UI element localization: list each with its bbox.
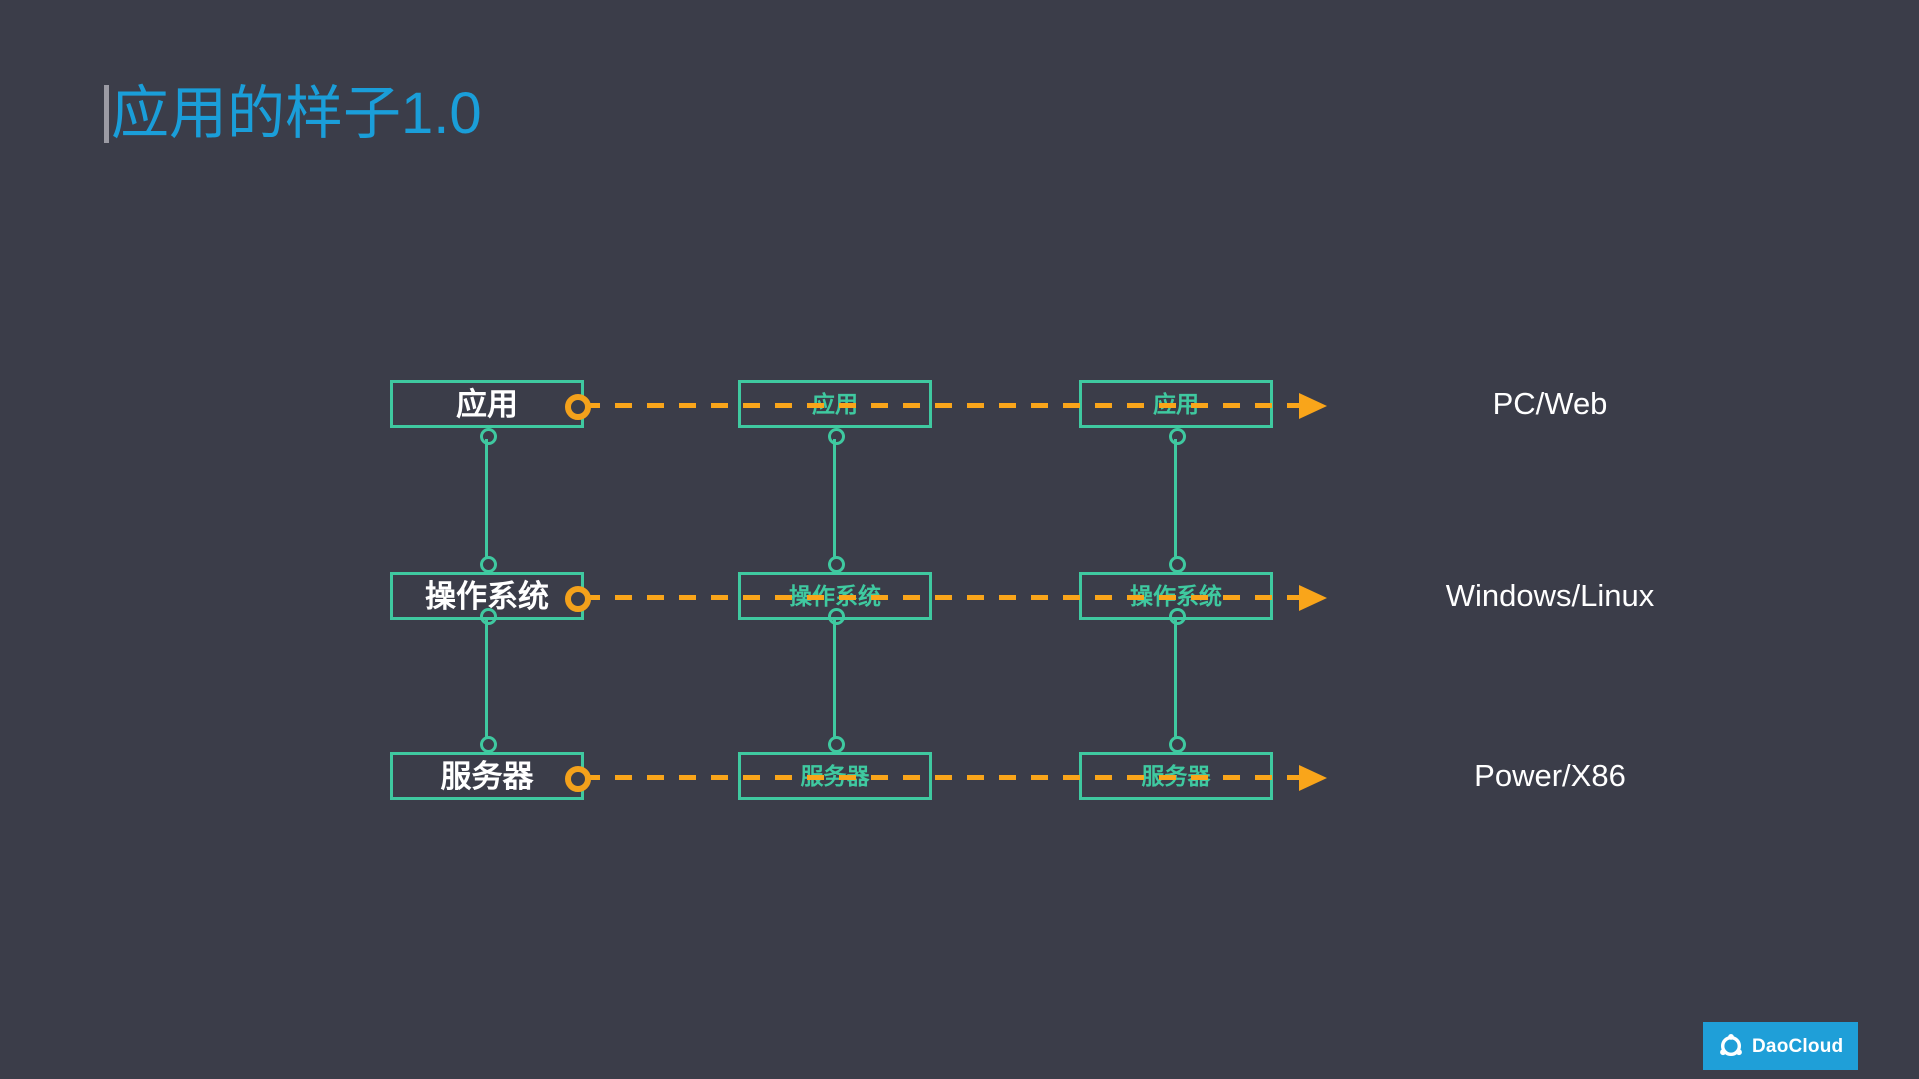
connector-endpoint-icon [480, 736, 497, 753]
connector-endpoint-icon [828, 608, 845, 625]
flow-origin-dot-icon [565, 394, 591, 420]
connector-endpoint-icon [1169, 428, 1186, 445]
stack-row: 服务器 服务器 服务器 [0, 752, 1919, 802]
connector-endpoint-icon [828, 428, 845, 445]
connector-endpoint-icon [1169, 608, 1186, 625]
flow-arrow-icon [1299, 765, 1327, 791]
connector-line [833, 439, 836, 562]
tier-label: Power/X86 [1474, 758, 1626, 793]
connector-line [485, 439, 488, 562]
tier-label: PC/Web [1492, 386, 1608, 421]
title-accent-bar [104, 85, 109, 143]
flow-arrow-icon [1299, 393, 1327, 419]
flow-dashed-line [583, 403, 1299, 408]
node-box[interactable]: 服务器 [390, 752, 584, 800]
flow-dashed-line [583, 775, 1299, 780]
vertical-connector [824, 608, 846, 753]
vertical-connector [824, 428, 846, 573]
connector-endpoint-icon [828, 736, 845, 753]
connector-endpoint-icon [1169, 736, 1186, 753]
connector-line [833, 619, 836, 742]
node-box[interactable]: 应用 [390, 380, 584, 428]
flow-arrow-icon [1299, 585, 1327, 611]
vertical-connector [476, 608, 498, 753]
connector-line [1174, 619, 1177, 742]
page-title: 应用的样子1.0 [104, 85, 482, 143]
connector-endpoint-icon [480, 556, 497, 573]
node-box[interactable]: 操作系统 [390, 572, 584, 620]
connector-endpoint-icon [480, 428, 497, 445]
connector-endpoint-icon [1169, 556, 1186, 573]
brand-logo-text: DaoCloud [1752, 1035, 1844, 1057]
connector-line [1174, 439, 1177, 562]
flow-dashed-line [583, 595, 1299, 600]
flow-origin-dot-icon [565, 766, 591, 792]
vertical-connector [1165, 608, 1187, 753]
node-label: 应用 [456, 386, 518, 422]
daocloud-ring-icon [1720, 1034, 1742, 1057]
brand-logo: DaoCloud [1703, 1022, 1858, 1070]
page-title-text: 应用的样子1.0 [111, 81, 482, 146]
stack-row: 操作系统 操作系统 操作系统 [0, 572, 1919, 622]
vertical-connector [1165, 428, 1187, 573]
connector-line [485, 619, 488, 742]
tier-label: Windows/Linux [1445, 578, 1655, 613]
node-label: 服务器 [440, 758, 534, 794]
stack-row: 应用 应用 应用 [0, 380, 1919, 430]
connector-endpoint-icon [480, 608, 497, 625]
node-label: 操作系统 [425, 578, 549, 614]
flow-origin-dot-icon [565, 586, 591, 612]
vertical-connector [476, 428, 498, 573]
connector-endpoint-icon [828, 556, 845, 573]
